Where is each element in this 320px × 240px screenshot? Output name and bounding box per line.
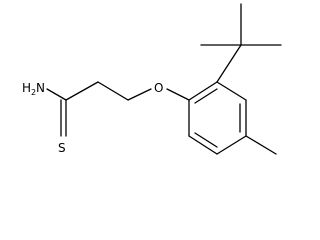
atom-label-n: N: [36, 81, 45, 95]
bond-o-ring: [166, 88, 190, 101]
bond-c2-c3: [97, 81, 129, 101]
ring-bond-4: [216, 135, 247, 155]
bond-ring-quaternary-c: [216, 44, 242, 83]
ring-bond-1: [188, 81, 218, 101]
ring-inner-bond-1: [194, 88, 218, 104]
bond-ring-methyl: [245, 135, 277, 155]
atom-label-s: S: [58, 141, 66, 155]
ring-inner-bond-3: [194, 132, 218, 148]
atom-label-h-subscript: 2: [31, 88, 36, 97]
atom-label-h: H: [22, 81, 31, 95]
atom-label-o: O: [154, 81, 163, 95]
ring-bond-2: [216, 81, 247, 101]
bond-c-n: [46, 88, 67, 101]
chemical-structure: H 2 N S O: [22, 3, 282, 155]
bond-c1-c2: [65, 81, 99, 101]
bond-c3-o: [127, 88, 152, 101]
ring-bond-5: [188, 135, 218, 155]
